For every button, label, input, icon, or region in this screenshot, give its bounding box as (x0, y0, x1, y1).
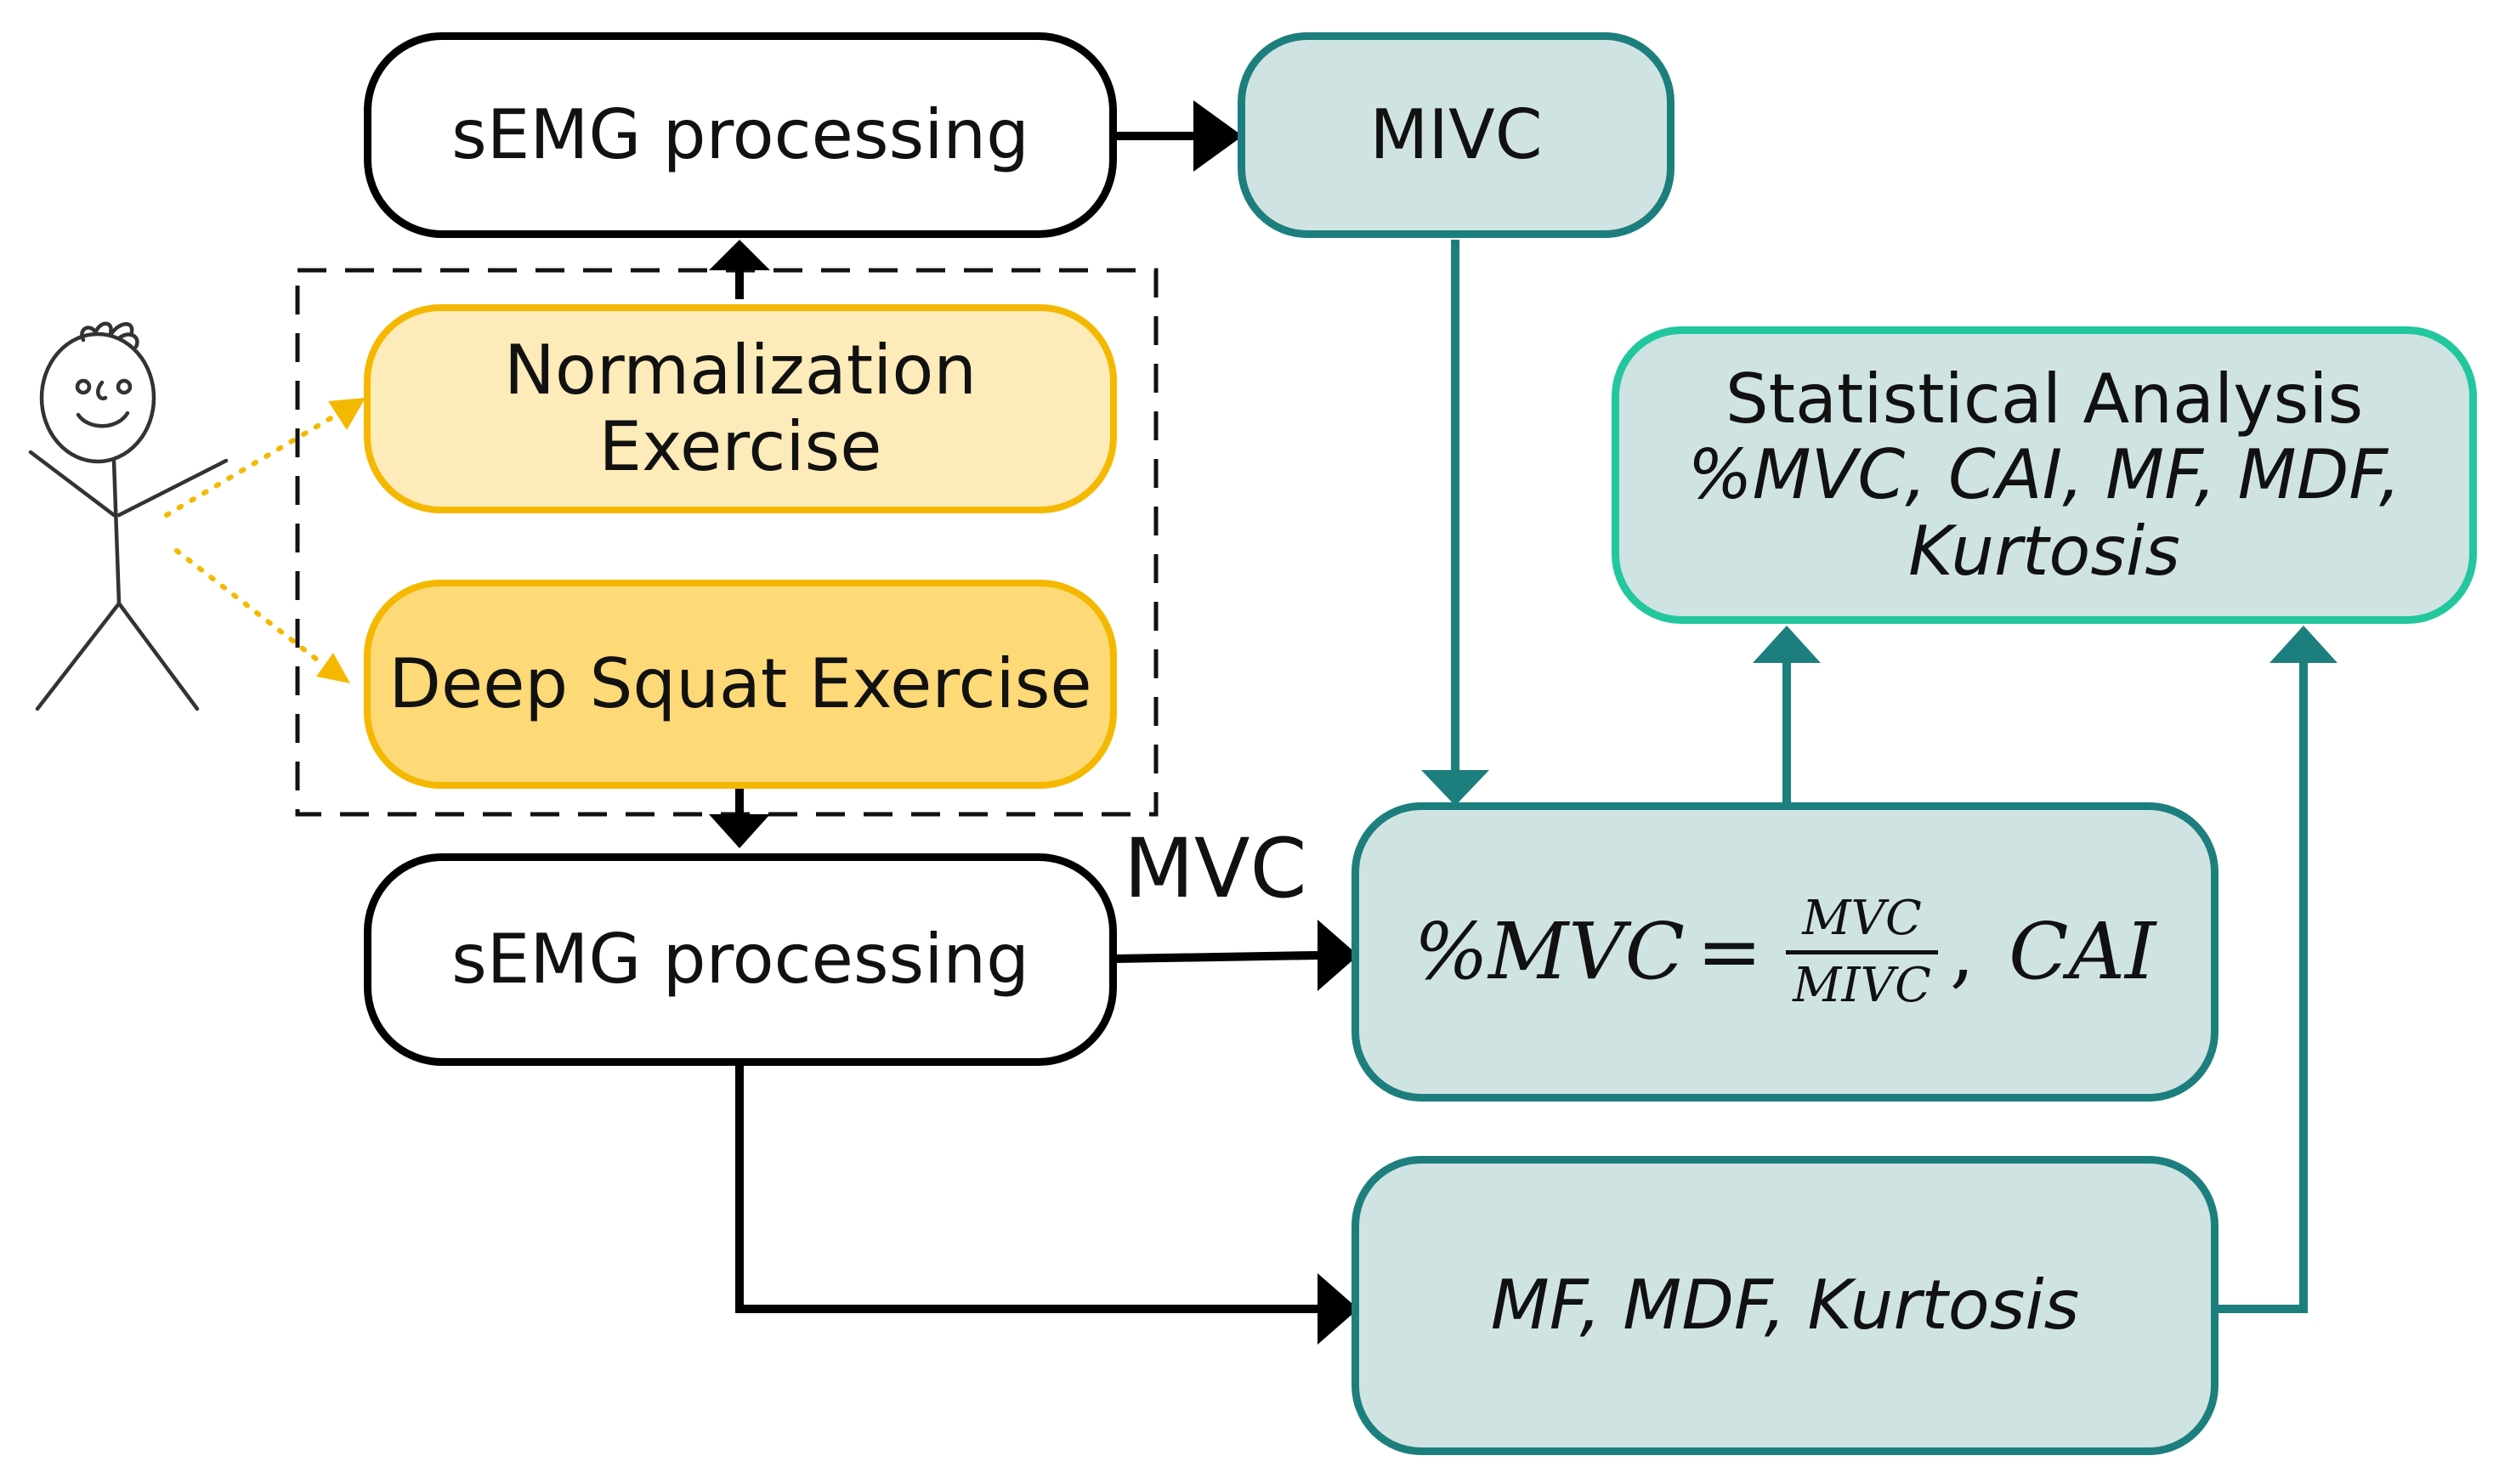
formula-fraction-bar (1786, 949, 1938, 954)
exercise-to-top-processing-arrow (709, 240, 770, 299)
semg-processing-bottom-label: sEMG processing (451, 920, 1029, 1000)
mvc-formula-node: %MVC = MVC MIVC , CAI (1352, 802, 2218, 1102)
bottom-processing-to-formula-arrow (1114, 920, 1358, 991)
features-to-stats-arrow (2217, 626, 2338, 1313)
deep-squat-exercise-node: Deep Squat Exercise (364, 580, 1117, 789)
stats-line2: %MVC, CAI, MF, MDF, (1687, 435, 2401, 515)
formula-lhs: %MVC (1414, 906, 1686, 998)
mivc-to-formula-arrow (1421, 240, 1489, 806)
formula-separator: , (1949, 906, 1975, 998)
figure-to-normalization-arrow (164, 398, 366, 518)
formula-equals: = (1697, 906, 1763, 998)
stats-title: Statistical Analysis (1725, 359, 2364, 439)
formula-cai: CAI (2009, 906, 2156, 998)
formula-denominator: MIVC (1793, 957, 1931, 1013)
normalization-exercise-node: Normalization Exercise (364, 304, 1117, 513)
formula-numerator: MVC (1802, 890, 1922, 946)
stick-figure-icon (28, 321, 229, 711)
semg-processing-top-label: sEMG processing (451, 95, 1029, 175)
statistical-analysis-node: Statistical Analysis %MVC, CAI, MF, MDF,… (1612, 326, 2477, 624)
top-processing-to-mivc-arrow (1115, 100, 1243, 172)
figure-to-deep-squat-arrow (174, 548, 350, 683)
deep-squat-label: Deep Squat Exercise (388, 644, 1092, 724)
mivc-node: MIVC (1238, 32, 1674, 238)
mvc-formula: %MVC = MVC MIVC , CAI (1414, 892, 2156, 1011)
semg-processing-top-node: sEMG processing (364, 32, 1117, 238)
formula-fraction: MVC MIVC (1786, 892, 1938, 1011)
features-node: MF, MDF, Kurtosis (1352, 1156, 2218, 1455)
normalization-label-line2: Exercise (598, 407, 882, 486)
bottom-processing-to-features-arrow (735, 1064, 1358, 1345)
normalization-label-line1: Normalization (504, 331, 977, 411)
mvc-edge-label: MVC (1124, 821, 1307, 916)
exercise-to-bottom-processing-arrow (709, 785, 770, 848)
stats-line3: Kurtosis (1908, 511, 2180, 591)
semg-processing-bottom-node: sEMG processing (364, 853, 1117, 1066)
features-label: MF, MDF, Kurtosis (1490, 1266, 2080, 1345)
formula-to-stats-arrow (1753, 626, 1821, 804)
mivc-label: MIVC (1369, 95, 1543, 175)
